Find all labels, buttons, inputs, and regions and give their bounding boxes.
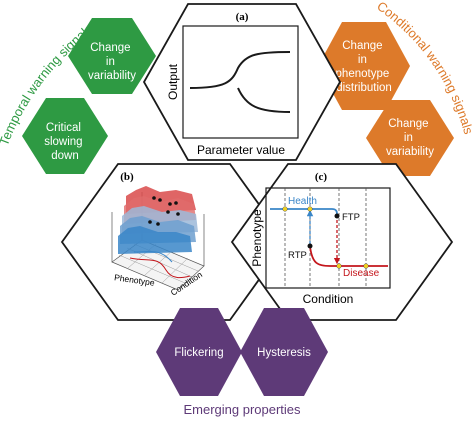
temporal-variability-hex [68,18,156,94]
temporal-slowing-hex [22,98,108,174]
temporal-variability-label: Change in variability [88,42,136,82]
flickering-label: Flickering [174,347,223,359]
panel-b-surface-plot [111,186,205,291]
panel-c-rtp-label: RTP [288,250,307,261]
hysteresis-label: Hysteresis [257,347,311,359]
panel-c-label: (c) [315,171,328,183]
panel-c-xlabel: Condition [303,292,354,306]
panel-c-ftp-label: FTP [342,212,360,223]
panel-c-rtp-point [307,243,313,249]
hysteresis-hex [240,308,328,396]
panel-c-disease-branch [309,245,388,267]
panel-a-hex [142,3,342,161]
panel-c-ylabel: Phenotype [250,209,264,267]
panel-a-frame [182,25,299,139]
conditional-variability-label: Change in variability [386,118,434,158]
temporal-slowing-label: Critical slowing down [44,122,86,162]
panel-c-hex [230,163,454,321]
panel-a-xlabel: Parameter value [197,143,285,157]
panel-a-ylabel: Output [166,63,180,100]
panel-b-label: (b) [120,171,134,183]
panel-c-frame [265,187,391,289]
conditional-variability-hex [366,100,454,176]
flickering-hex [156,308,242,396]
panel-c-ftp-point [334,213,340,219]
panel-c-disease-label: Disease [343,268,380,279]
panel-a-curve-lower [237,87,291,113]
panel-a-curve-upper [189,51,291,89]
panel-c-health-label: Health [288,196,317,207]
conditional-distribution-label: Change in phenotype distribution [336,40,393,94]
emerging-title: Emerging properties [183,402,301,417]
conditional-distribution-hex [318,22,410,110]
panel-a-label: (a) [236,11,249,23]
